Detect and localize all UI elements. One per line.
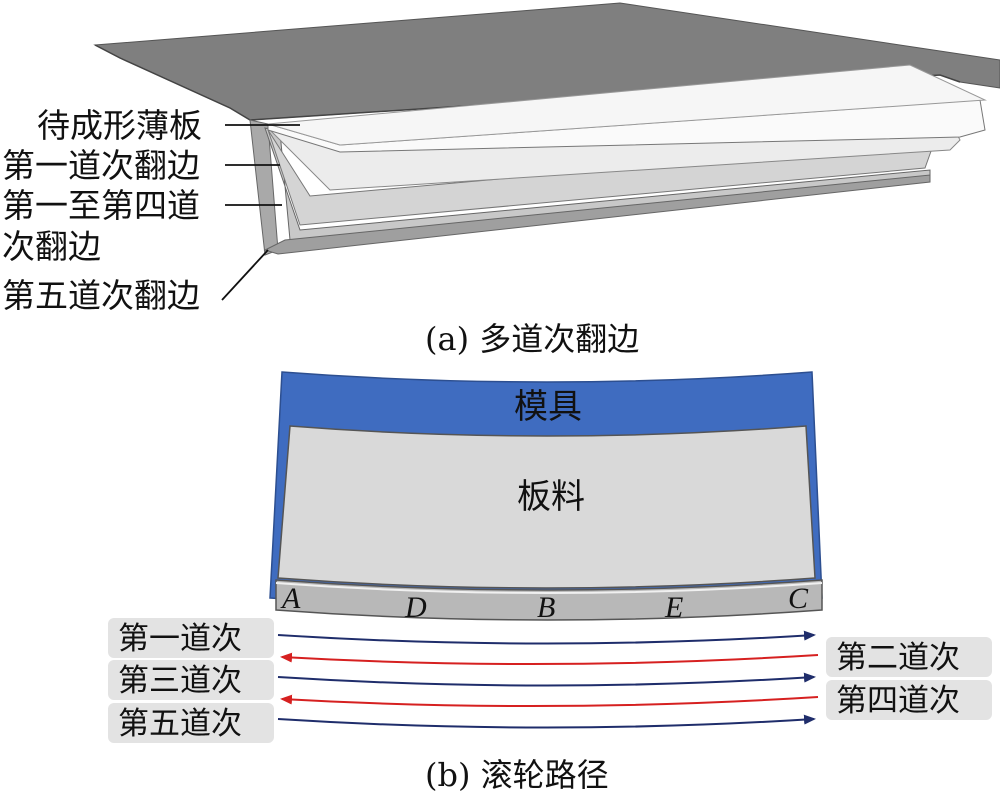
pass3-label: 第三道次 [118,663,242,699]
point-label: C [788,582,809,615]
pass2-label-box [826,637,992,677]
flange-pass5-lower [263,174,931,255]
pass-labels: 第一道次 第二道次 第三道次 第四道次 第五道次 [108,618,992,743]
path-pass4-arrow [280,694,819,708]
pass2-label: 第二道次 [836,640,960,676]
path-pass2-arrow [280,652,819,666]
flange-edge-highlight [275,582,823,594]
point-label: A [280,582,301,615]
label-pass1to4-line1: 第一至第四道 [2,186,200,225]
point-label: E [664,591,683,624]
pass4-label: 第四道次 [836,683,960,719]
pass1-label-box [108,618,274,658]
pass3-label-box [108,660,274,700]
panel-a-labels: 待成形薄板 第一道次翻边 第一至第四道 次翻边 第五道次翻边 (a) 多道次翻边 [2,106,639,358]
path-pass1-arrow [277,630,816,645]
pass1-label: 第一道次 [118,621,242,657]
label-sheet: 待成形薄板 [37,106,202,145]
label-pass1to4-line2: 次翻边 [2,227,101,266]
label-pass5: 第五道次翻边 [2,276,200,315]
die-label: 模具 [514,387,582,427]
pass5-label-box [108,703,274,743]
path-pass3-arrow [277,672,816,687]
top-plate-front-edge [94,44,961,121]
roller-paths [277,630,819,729]
point-label: B [537,591,555,624]
caption-b: (b) 滚轮路径 [425,756,609,794]
panel-b-illustration [269,371,823,621]
flange-points: A D B E C [280,582,809,624]
pass5-label: 第五道次 [118,706,242,742]
sheet-label: 板料 [517,477,585,517]
sheet-blank-b [277,425,816,589]
sheet-blank-top [267,64,987,146]
flange-pass1to4 [267,129,936,226]
point-label: D [404,591,427,624]
pass4-label-box [826,680,992,720]
panel-a-illustration [93,2,1000,256]
caption-a: (a) 多道次翻边 [425,320,639,358]
label-pass1: 第一道次翻边 [2,146,200,185]
path-pass5-arrow [277,714,816,729]
panel-a-leaders [221,124,300,301]
